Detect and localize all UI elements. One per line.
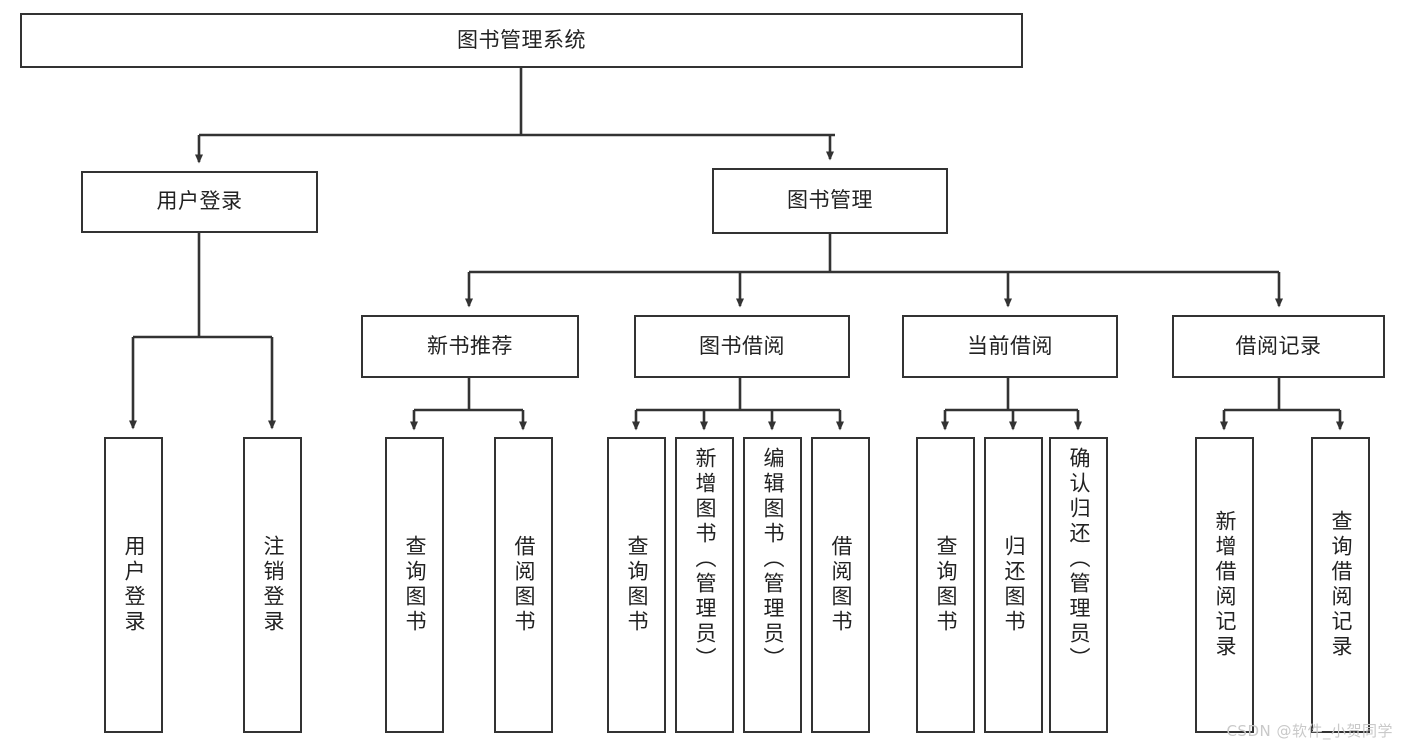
watermark-text: CSDN @软件_小贺同学	[1226, 722, 1393, 740]
node-leaf-query-book-recommend[interactable]: 查询图书	[385, 437, 444, 733]
node-label-new-book-recommend: 新书推荐	[427, 333, 513, 358]
node-label-leaf-user-login: 用户登录	[122, 535, 146, 635]
node-label-leaf-add-borrow-record: 新增借阅记录	[1213, 510, 1237, 660]
node-borrow-record[interactable]: 借阅记录	[1172, 315, 1385, 378]
node-label-borrow-record: 借阅记录	[1235, 333, 1322, 358]
node-label-root: 图书管理系统	[457, 27, 586, 52]
node-leaf-borrow-book-borrow[interactable]: 借阅图书	[811, 437, 870, 733]
node-leaf-edit-book-admin[interactable]: 编辑图书（管理员）	[743, 437, 802, 733]
node-book-borrow[interactable]: 图书借阅	[634, 315, 850, 378]
node-user-login[interactable]: 用户登录	[81, 171, 318, 233]
node-leaf-user-login[interactable]: 用户登录	[104, 437, 163, 733]
node-leaf-add-book-admin[interactable]: 新增图书（管理员）	[675, 437, 734, 733]
node-root-system[interactable]: 图书管理系统	[20, 13, 1023, 68]
node-label-leaf-query-book-borrow: 查询图书	[625, 535, 649, 635]
node-label-leaf-query-borrow-record: 查询借阅记录	[1329, 510, 1353, 660]
node-label-leaf-return-book: 归还图书	[1002, 535, 1026, 635]
node-book-management[interactable]: 图书管理	[712, 168, 948, 234]
node-label-leaf-add-book-admin: 新增图书（管理员）	[693, 447, 717, 672]
node-leaf-logout[interactable]: 注销登录	[243, 437, 302, 733]
node-leaf-query-borrow-record[interactable]: 查询借阅记录	[1311, 437, 1370, 733]
node-label-leaf-edit-book-admin: 编辑图书（管理员）	[761, 447, 785, 672]
node-new-book-recommend[interactable]: 新书推荐	[361, 315, 579, 378]
node-label-leaf-query-book-current: 查询图书	[934, 535, 958, 635]
node-label-book-management: 图书管理	[787, 188, 873, 213]
node-label-book-borrow: 图书借阅	[699, 333, 785, 358]
node-label-leaf-logout: 注销登录	[261, 535, 285, 635]
node-label-user-login: 用户登录	[156, 189, 243, 214]
node-leaf-query-book-borrow[interactable]: 查询图书	[607, 437, 666, 733]
node-leaf-query-book-current[interactable]: 查询图书	[916, 437, 975, 733]
node-leaf-return-book[interactable]: 归还图书	[984, 437, 1043, 733]
node-label-current-borrow: 当前借阅	[967, 333, 1053, 358]
node-label-leaf-borrow-book-recommend: 借阅图书	[512, 535, 536, 635]
node-label-leaf-query-book-recommend: 查询图书	[403, 535, 427, 635]
node-leaf-borrow-book-recommend[interactable]: 借阅图书	[494, 437, 553, 733]
node-label-leaf-confirm-return-admin: 确认归还（管理员）	[1067, 447, 1091, 672]
node-leaf-confirm-return-admin[interactable]: 确认归还（管理员）	[1049, 437, 1108, 733]
node-label-leaf-borrow-book-borrow: 借阅图书	[829, 535, 853, 635]
node-current-borrow[interactable]: 当前借阅	[902, 315, 1118, 378]
node-leaf-add-borrow-record[interactable]: 新增借阅记录	[1195, 437, 1254, 733]
